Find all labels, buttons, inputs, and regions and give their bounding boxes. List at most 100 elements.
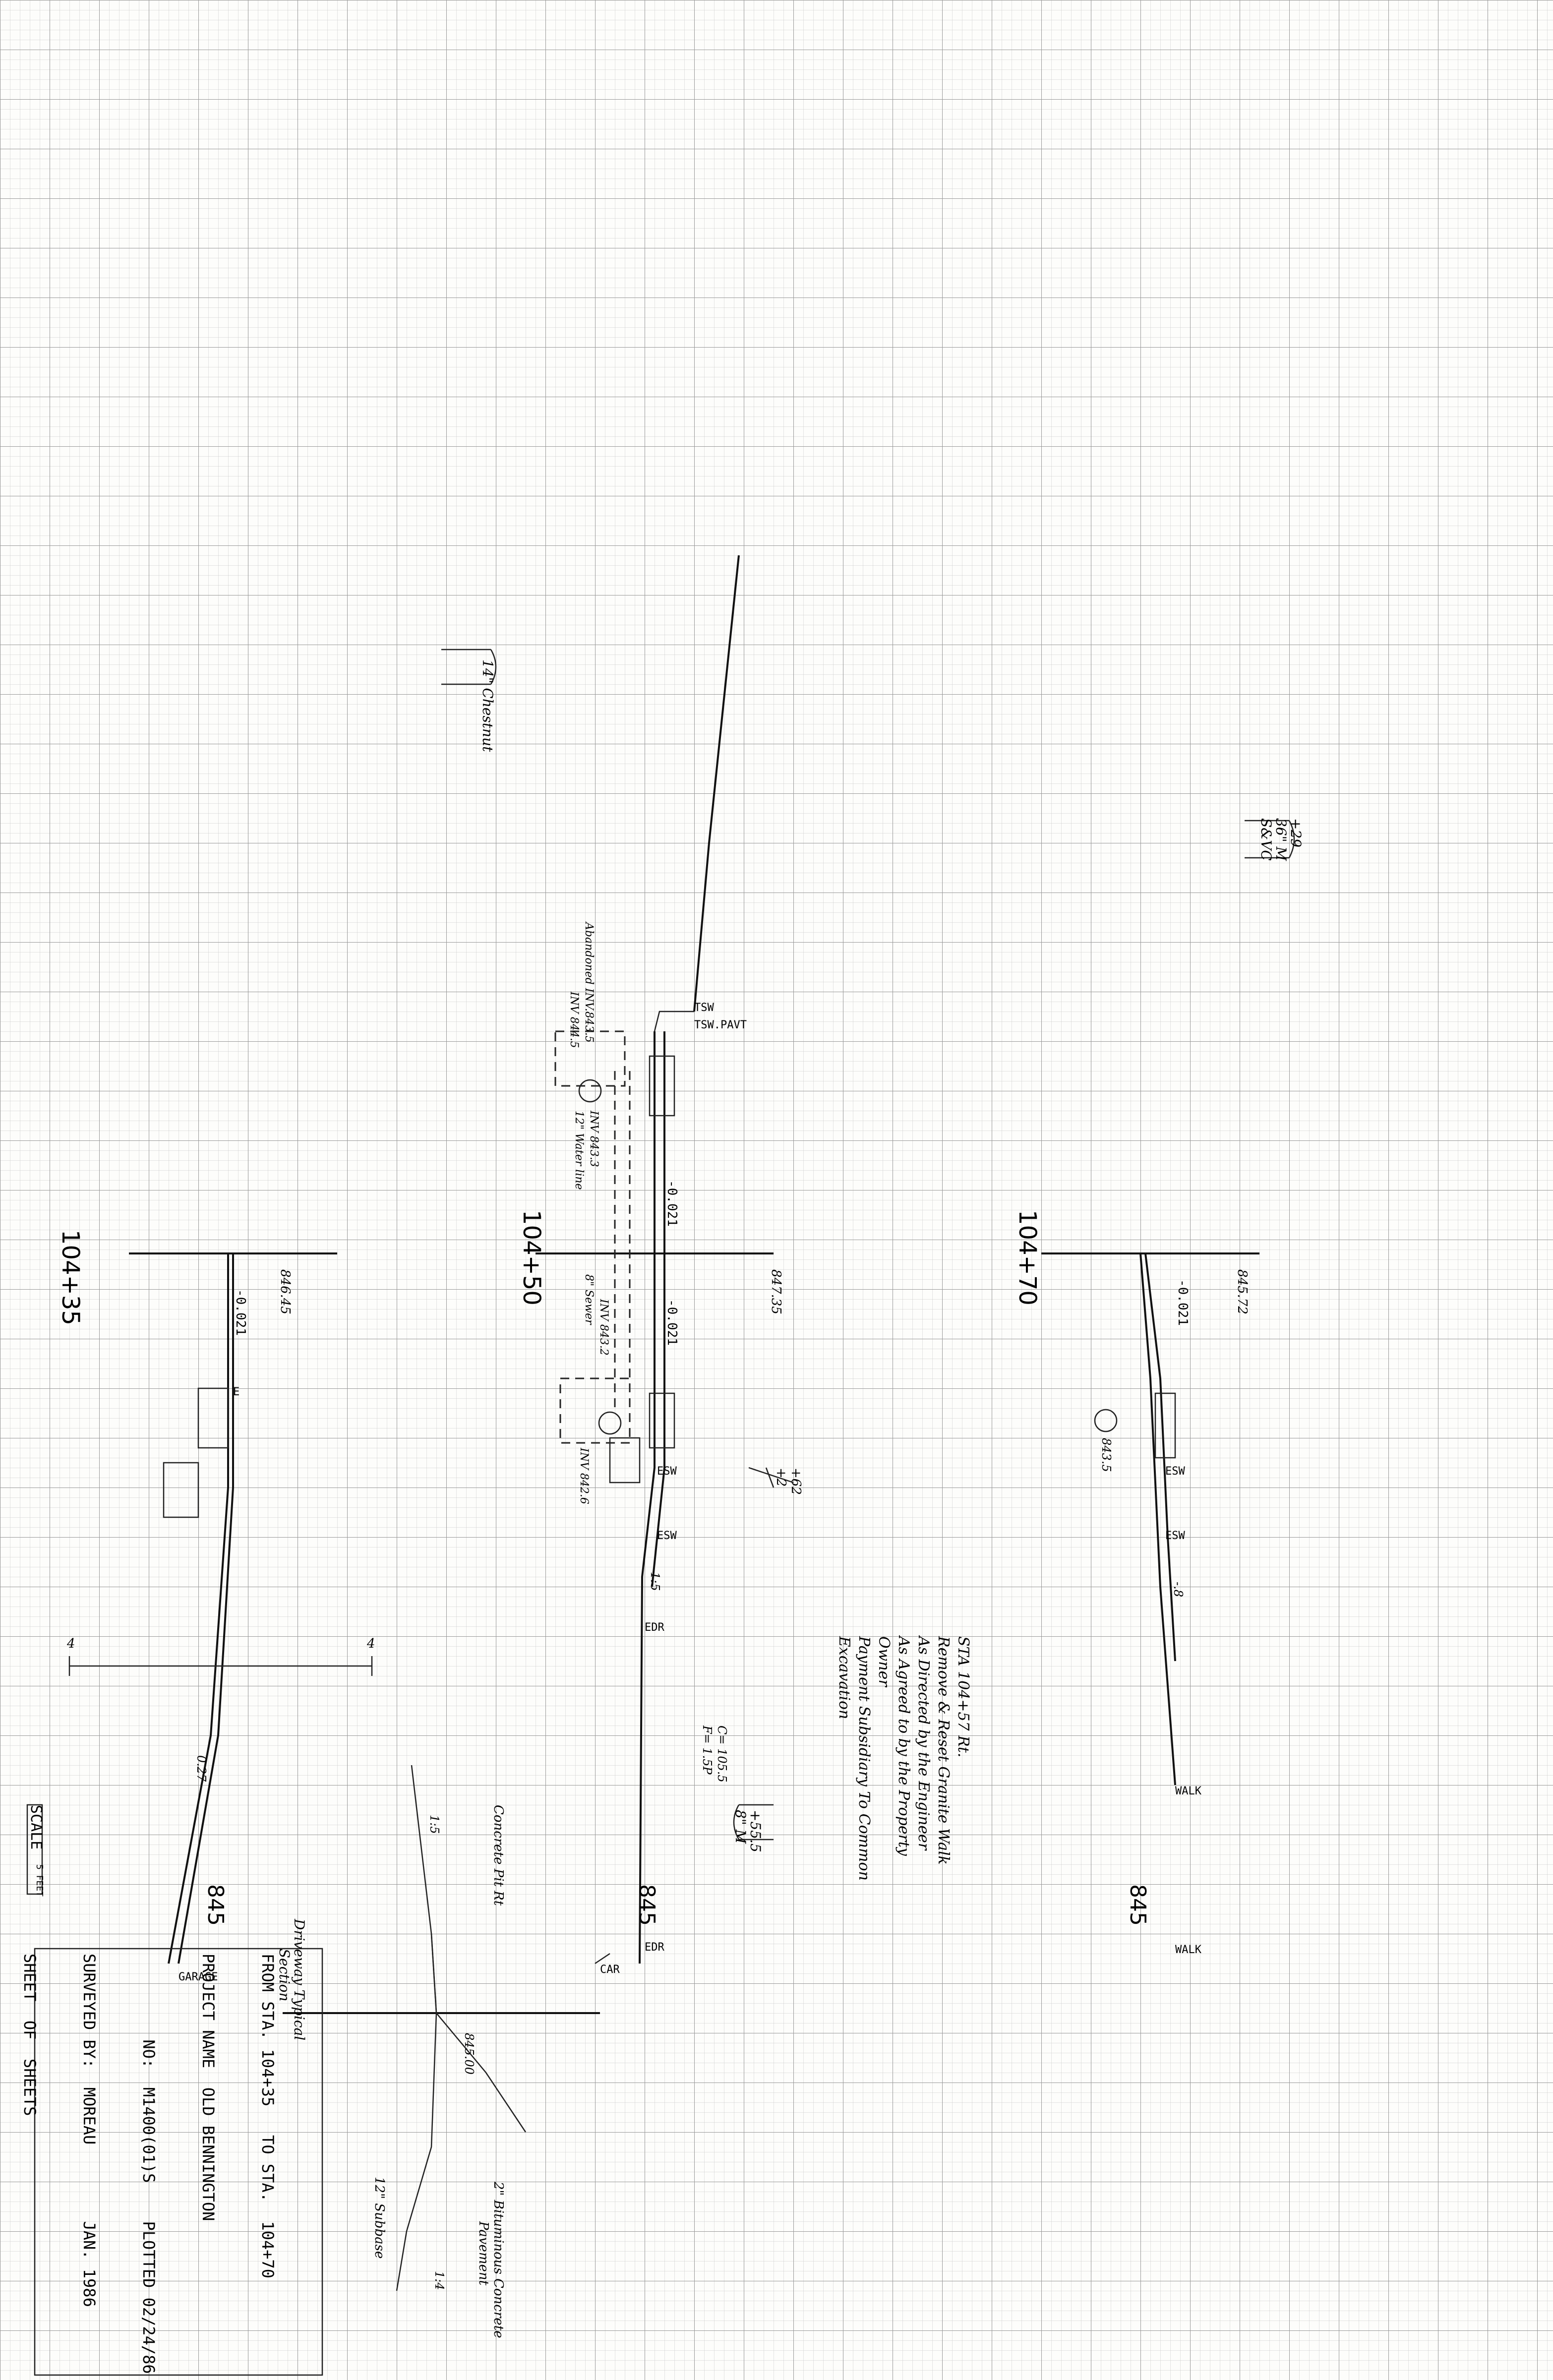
typical-label: 845.00	[462, 2033, 476, 2075]
scale-value: 5 FEET	[34, 1864, 45, 1897]
slope-label: -0.021	[233, 1289, 248, 1336]
title-block: FROM STA. 104+35 TO STA. 104+70 PROJECT …	[0, 1954, 317, 2374]
feature-label: WALK	[1175, 1785, 1201, 1797]
elevation-label: 845	[634, 1884, 659, 1926]
typical-tick	[430, 1933, 437, 2014]
curb-box-104-35	[197, 1387, 229, 1449]
slope-label: -0.021	[664, 1299, 679, 1346]
feature-label: ESW	[657, 1465, 677, 1478]
typical-label: 2" Bituminous Concrete	[491, 2182, 506, 2338]
note-line: Payment Subsidiary To Common	[855, 1636, 873, 1881]
sewer-structure	[559, 1377, 631, 1444]
feature-label: TSW	[694, 1002, 714, 1014]
note-line: As Agreed to by the Property	[895, 1636, 912, 1856]
car-tick	[595, 1953, 610, 1964]
utility-note: INV 844.5	[568, 992, 580, 1048]
existing-ground-104-50	[693, 555, 740, 1012]
scale-bar	[26, 1804, 43, 1895]
feature-label: GARAGE	[179, 1971, 218, 1983]
center-elevation: 846.45	[278, 1269, 293, 1314]
title-line: SURVEYED BY: MOREAU JAN. 1986	[80, 1954, 99, 2307]
driveway-typical-section	[283, 1765, 600, 2291]
tree-note: 14" Chestnut	[479, 659, 496, 752]
curb-top-104-50	[649, 1055, 675, 1117]
section-note: 4	[367, 1636, 375, 1651]
tree-icon	[1245, 820, 1295, 859]
section-note: -.8	[1171, 1582, 1185, 1598]
utility-note: Abandoned INV.843.5	[583, 922, 595, 1043]
typical-label: 1:5	[427, 1815, 441, 1834]
station-label: 104+50	[518, 1210, 545, 1306]
tree-note: 8" M	[732, 1810, 749, 1844]
feature-label: CAR	[600, 1964, 620, 1976]
center-elevation: 845.72	[1235, 1269, 1250, 1314]
note-line: STA 104+57 Rt.	[955, 1636, 972, 1758]
sewer-pipe-symbol	[598, 1411, 622, 1435]
profile-104-70	[1139, 1253, 1176, 1785]
section-note: 1:5	[648, 1572, 662, 1591]
catch-basin	[609, 1437, 641, 1484]
step-box-104-35	[163, 1462, 199, 1518]
section-104-35	[68, 1252, 373, 1964]
title-line: FROM STA. 104+35 TO STA. 104+70	[258, 1954, 277, 2279]
typical-label: Concrete Pit Rt	[491, 1805, 506, 1906]
curb-104-70	[1154, 1392, 1176, 1459]
title-line: PROJECT NAME OLD BENNINGTON	[199, 1954, 218, 2221]
tree-note: 36" M	[1273, 818, 1289, 861]
section-104-70	[1041, 1252, 1259, 1785]
title-line: SHEET OF SHEETS	[20, 1954, 39, 2116]
slope-label: -0.021	[664, 1180, 679, 1227]
feature-label: EDR	[645, 1621, 664, 1634]
tree-symbols	[441, 649, 1295, 1841]
station-label: 104+70	[1014, 1210, 1041, 1306]
utility-note: 8" Sewer	[583, 1274, 595, 1325]
tsw-corner	[654, 1011, 694, 1032]
section-note: F= 1.5P	[700, 1726, 714, 1775]
section-note: 4	[67, 1636, 75, 1651]
utility-note: INV 843.3	[588, 1111, 600, 1167]
typical-label: Pavement	[476, 2221, 491, 2286]
section-note: 0.27	[194, 1755, 208, 1782]
utility-note: 12" Water line	[573, 1111, 585, 1190]
tree-icon	[441, 649, 497, 685]
station-label: 104+35	[57, 1230, 84, 1325]
section-note: 843.5	[1099, 1438, 1113, 1472]
center-elevation: 847.35	[769, 1269, 783, 1314]
typical-label: 1:4	[432, 2271, 446, 2290]
tree-note: +55.5	[747, 1810, 764, 1852]
feature-label: E	[233, 1386, 240, 1398]
typical-label: 12" Subbase	[372, 2177, 387, 2259]
title-block-frame	[34, 1948, 323, 2376]
water-pipe-symbol	[578, 1079, 602, 1103]
section-note: C= 105.5	[715, 1726, 729, 1783]
note-line: Owner	[875, 1636, 893, 1687]
tree-icon	[748, 1467, 794, 1488]
feature-label: ESW	[1165, 1530, 1185, 1542]
note-line: Excavation	[836, 1636, 853, 1720]
tree-note: +2	[774, 1468, 788, 1487]
water-structure	[554, 1030, 626, 1087]
utility-note: INV 843.2	[597, 1299, 610, 1356]
feature-label: WALK	[1175, 1944, 1201, 1956]
utility-note: INV 842.6	[578, 1448, 590, 1504]
curb-bottom-104-50	[649, 1392, 675, 1449]
elevation-label: 845	[1125, 1884, 1150, 1926]
title-line: NO: M1400(01)S PLOTTED 02/24/86	[139, 1954, 158, 2374]
note-line: As Directed by the Engineer	[915, 1636, 932, 1850]
profile-104-35-b	[168, 1487, 229, 1964]
section-104-50	[536, 555, 774, 1964]
feature-label: ESW	[1165, 1465, 1185, 1478]
typical-layer	[436, 2013, 527, 2133]
profile-104-35	[178, 1487, 234, 1964]
tree-note: S&VC	[1258, 818, 1274, 861]
slope-label: -0.021	[1175, 1279, 1190, 1326]
tree-note: +62	[788, 1468, 803, 1495]
profile-104-50-b	[651, 1031, 665, 1587]
elevation-label: 845	[203, 1884, 228, 1926]
pipe-104-70	[1094, 1409, 1118, 1432]
tree-icon	[733, 1804, 774, 1841]
